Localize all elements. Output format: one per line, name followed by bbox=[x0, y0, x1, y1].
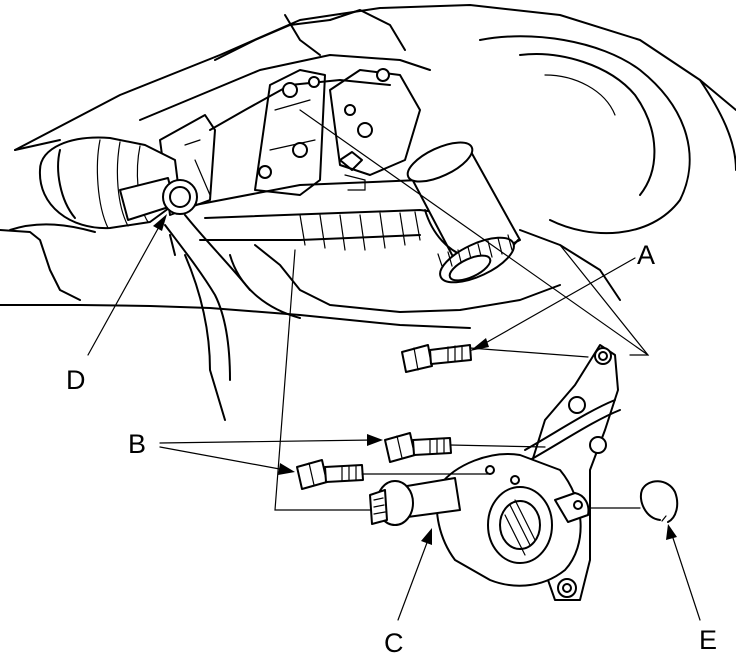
label-a: A bbox=[637, 240, 655, 270]
bolt-b-upper bbox=[384, 432, 452, 463]
oil-filter bbox=[406, 141, 521, 284]
label-b: B bbox=[128, 429, 146, 459]
snap-ring-e bbox=[640, 480, 679, 523]
label-e: E bbox=[699, 625, 717, 655]
pump-housing bbox=[369, 344, 621, 601]
driveshaft-boot bbox=[38, 136, 251, 421]
callout-leaders bbox=[87, 214, 701, 621]
bolt-b-lower bbox=[296, 459, 364, 490]
alignment-lines bbox=[274, 109, 650, 511]
label-d: D bbox=[66, 365, 86, 395]
engine-block bbox=[0, 4, 736, 329]
bolt-a bbox=[401, 344, 472, 373]
label-c: C bbox=[384, 628, 404, 658]
